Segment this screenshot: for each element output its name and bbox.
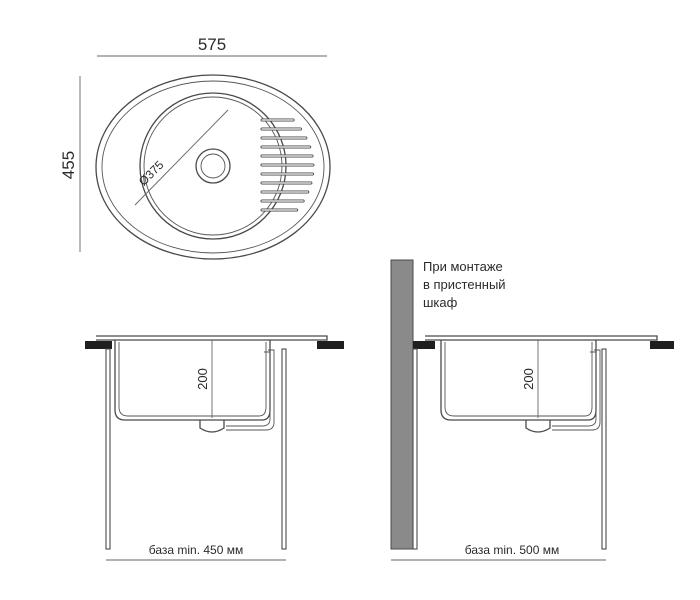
top-view: 575 455 Ø375 <box>59 35 331 260</box>
cabinet-wall-left-2 <box>412 348 418 550</box>
bowl-profile-inner-2 <box>444 342 593 417</box>
drain-profile <box>199 420 225 433</box>
cabinet-wall-right-2 <box>601 348 607 550</box>
overflow-pipe-2 <box>552 349 601 431</box>
base-label-right: база min. 500 мм <box>465 543 560 557</box>
countertop-left-piece <box>85 341 112 349</box>
overflow-pipe-inner-2 <box>552 351 597 427</box>
depth-label-right: 200 <box>521 368 536 390</box>
drain-profile-2 <box>525 420 551 433</box>
cabinet-wall-left <box>105 348 111 550</box>
note-line-3: шкаф <box>423 295 458 310</box>
note-line-2: в пристенный <box>423 277 506 292</box>
sink-rim-profile <box>96 335 328 341</box>
cabinet-wall-right <box>281 348 287 550</box>
note-line-1: При монтаже <box>423 259 503 274</box>
section-left: 200 база min. 450 мм <box>85 335 344 561</box>
overflow-pipe <box>226 349 275 431</box>
sink-rim-profile-2 <box>425 335 658 341</box>
countertop-wall-piece <box>413 341 435 349</box>
diameter-line <box>134 109 229 206</box>
wall <box>390 259 414 550</box>
base-label-left: база min. 450 мм <box>149 543 244 557</box>
drain-outer <box>195 148 231 184</box>
drain-inner <box>200 153 226 179</box>
sink-outer-rim <box>95 74 331 260</box>
height-label: 455 <box>59 151 78 179</box>
drainboard-ribs <box>260 118 315 212</box>
section-right: При монтаже в пристенный шкаф 200 база m… <box>390 259 674 561</box>
countertop-right-piece <box>317 341 344 349</box>
countertop-right-piece-2 <box>650 341 674 349</box>
bowl-profile <box>114 340 271 421</box>
sink-inner-rim <box>101 80 325 254</box>
bowl-profile-2 <box>440 340 597 421</box>
width-label: 575 <box>198 35 226 54</box>
bowl-profile-inner <box>118 342 267 417</box>
depth-label-left: 200 <box>195 368 210 390</box>
overflow-pipe-inner <box>226 351 271 427</box>
